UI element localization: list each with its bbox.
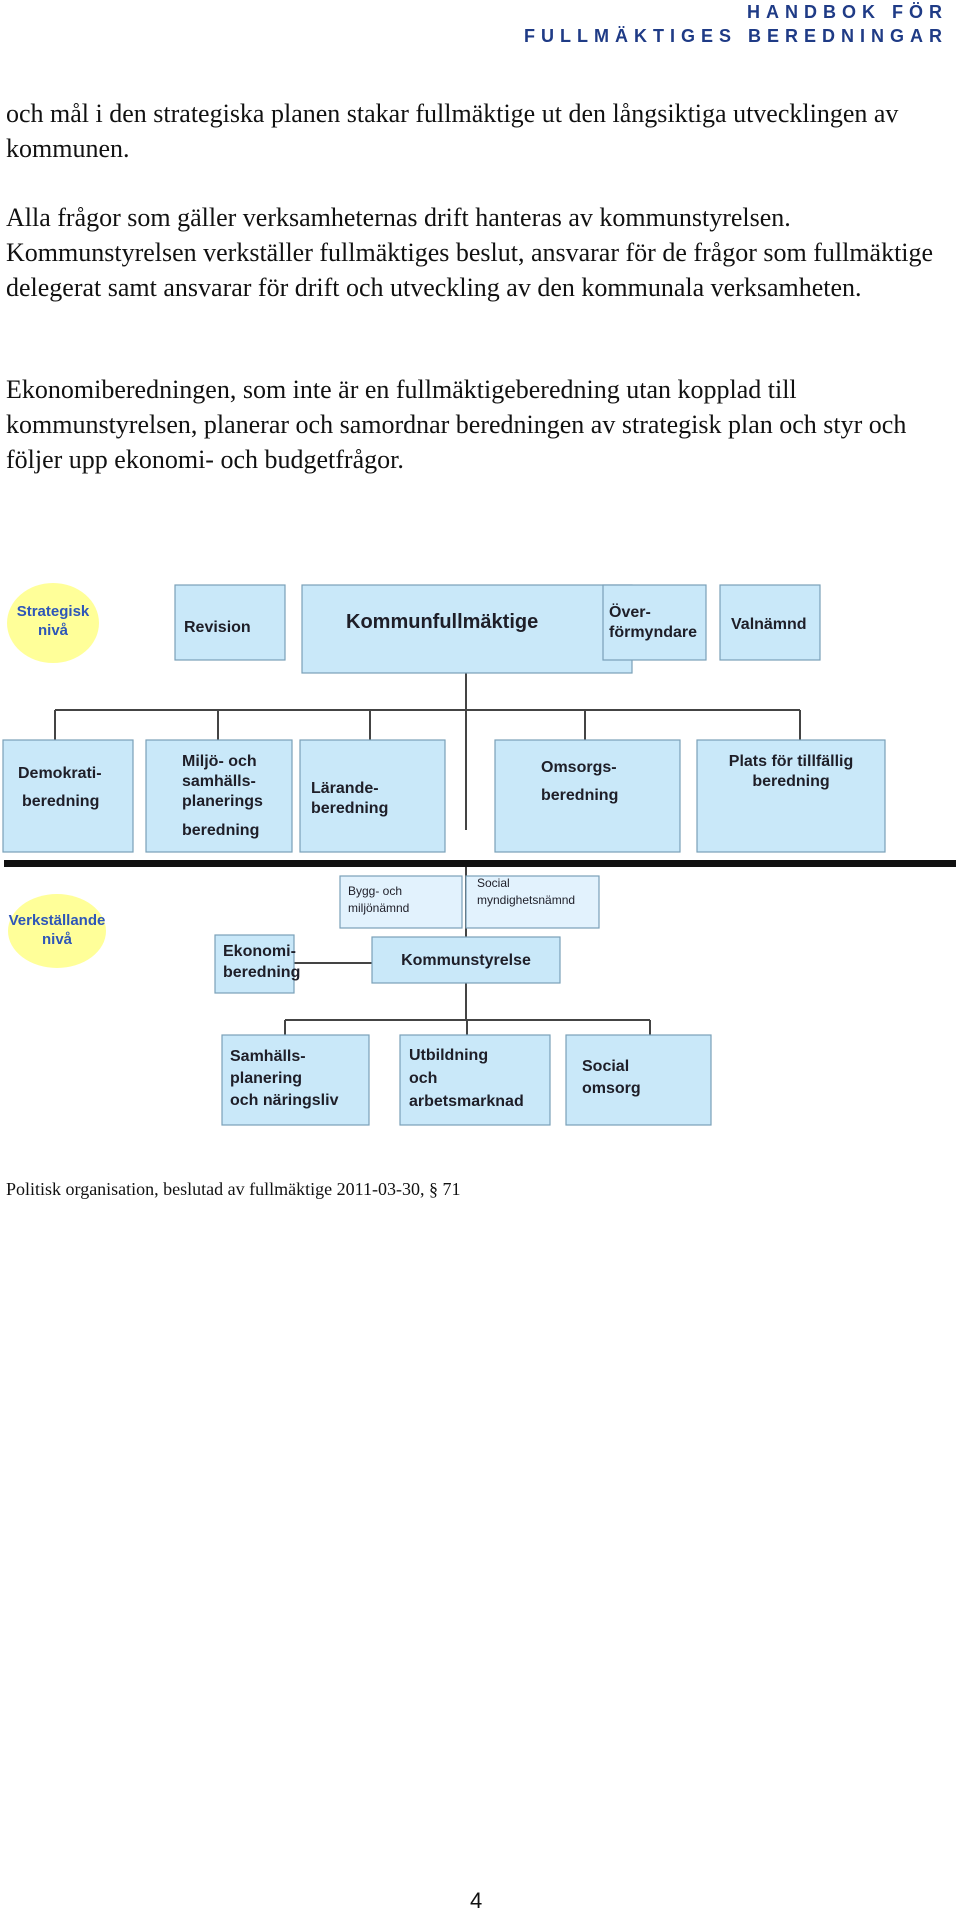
label-ekonomi-2: beredning	[223, 964, 300, 981]
label-omsorg-1: Omsorgs-	[541, 759, 617, 776]
header-line-1: HANDBOK FÖR	[747, 2, 948, 22]
label-bygg-1: Bygg- och	[348, 884, 402, 898]
label-miljo-4: beredning	[182, 822, 259, 839]
org-chart: Strategisk nivå Verkställande nivå Revis…	[2, 583, 956, 1126]
box-miljo-samhallsplaneringsberedning	[145, 739, 293, 853]
label-plats-2: beredning	[752, 773, 829, 790]
executive-level-label-1: Verkställande	[9, 912, 106, 929]
label-social-omsorg-2: omsorg	[582, 1080, 641, 1097]
box-omsorgsberedning	[494, 739, 681, 853]
figure-caption: Politisk organisation, beslutad av fullm…	[6, 1179, 461, 1199]
label-social-omsorg-1: Social	[582, 1058, 629, 1075]
label-kommunfullmaktige: Kommunfullmäktige	[346, 611, 538, 633]
box-utbildning-arbetsmarknad	[399, 1034, 551, 1126]
box-demokratiberedning	[2, 739, 134, 853]
label-ekonomi-1: Ekonomi-	[223, 943, 296, 960]
paragraph-1: och mål i den strategiska planen stakar …	[6, 99, 899, 163]
label-utbildning-1: Utbildning	[409, 1047, 488, 1064]
box-social-myndighetsnamnd	[465, 875, 600, 929]
label-social-nmd-1: Social	[477, 876, 510, 890]
label-miljo-1: Miljö- och	[182, 753, 257, 770]
header-line-2: FULLMÄKTIGES BEREDNINGAR	[524, 26, 948, 46]
label-utbildning-3: arbetsmarknad	[409, 1093, 524, 1110]
label-larande-1: Lärande-	[311, 780, 379, 797]
box-plats-for-tillfallig-beredning	[696, 739, 886, 853]
strategic-level-label-2: nivå	[38, 622, 69, 639]
box-larandeberedning	[299, 739, 446, 853]
paragraph-3: Ekonomiberedningen, som inte är en fullm…	[6, 375, 907, 474]
label-valnamnd: Valnämnd	[731, 616, 807, 633]
label-larande-2: beredning	[311, 800, 388, 817]
strategic-level-label-1: Strategisk	[17, 603, 90, 620]
paragraph-2: Alla frågor som gäller verksamheternas d…	[6, 203, 934, 302]
strategic-level-badge	[7, 583, 99, 663]
label-miljo-2: samhälls-	[182, 773, 256, 790]
executive-level-label-2: nivå	[42, 931, 73, 948]
box-kommunstyrelse	[371, 936, 561, 984]
label-samhall-1: Samhälls-	[230, 1048, 306, 1065]
page-number: 4	[470, 1888, 483, 1913]
label-revision: Revision	[184, 619, 251, 636]
box-social-omsorg	[565, 1034, 712, 1126]
label-kommunstyrelse: Kommunstyrelse	[401, 952, 531, 969]
box-overformyndare	[602, 584, 707, 661]
level-divider	[4, 860, 956, 867]
label-miljo-3: planerings	[182, 793, 263, 810]
box-revision	[174, 584, 286, 661]
label-social-nmd-2: myndighetsnämnd	[477, 893, 575, 907]
label-demokrati-1: Demokrati-	[18, 765, 102, 782]
box-ekonomiberedning	[214, 934, 295, 994]
label-utbildning-2: och	[409, 1070, 437, 1087]
label-overformyndare-1: Över-	[609, 602, 651, 621]
box-samhallsplanering-naringsliv	[221, 1034, 370, 1126]
running-header: HANDBOK FÖR FULLMÄKTIGES BEREDNINGAR	[524, 0, 948, 48]
label-omsorg-2: beredning	[541, 787, 618, 804]
executive-level-badge	[8, 894, 106, 968]
label-samhall-2: planering	[230, 1070, 302, 1087]
box-kommunfullmaktige	[301, 584, 633, 674]
box-valnamnd	[719, 584, 821, 661]
box-bygg-miljonamnd	[339, 875, 463, 929]
label-bygg-2: miljönämnd	[348, 901, 409, 915]
label-plats-1: Plats för tillfällig	[729, 753, 853, 770]
label-samhall-3: och näringsliv	[230, 1092, 339, 1109]
label-overformyndare-2: förmyndare	[609, 624, 697, 641]
label-demokrati-2: beredning	[22, 793, 99, 810]
